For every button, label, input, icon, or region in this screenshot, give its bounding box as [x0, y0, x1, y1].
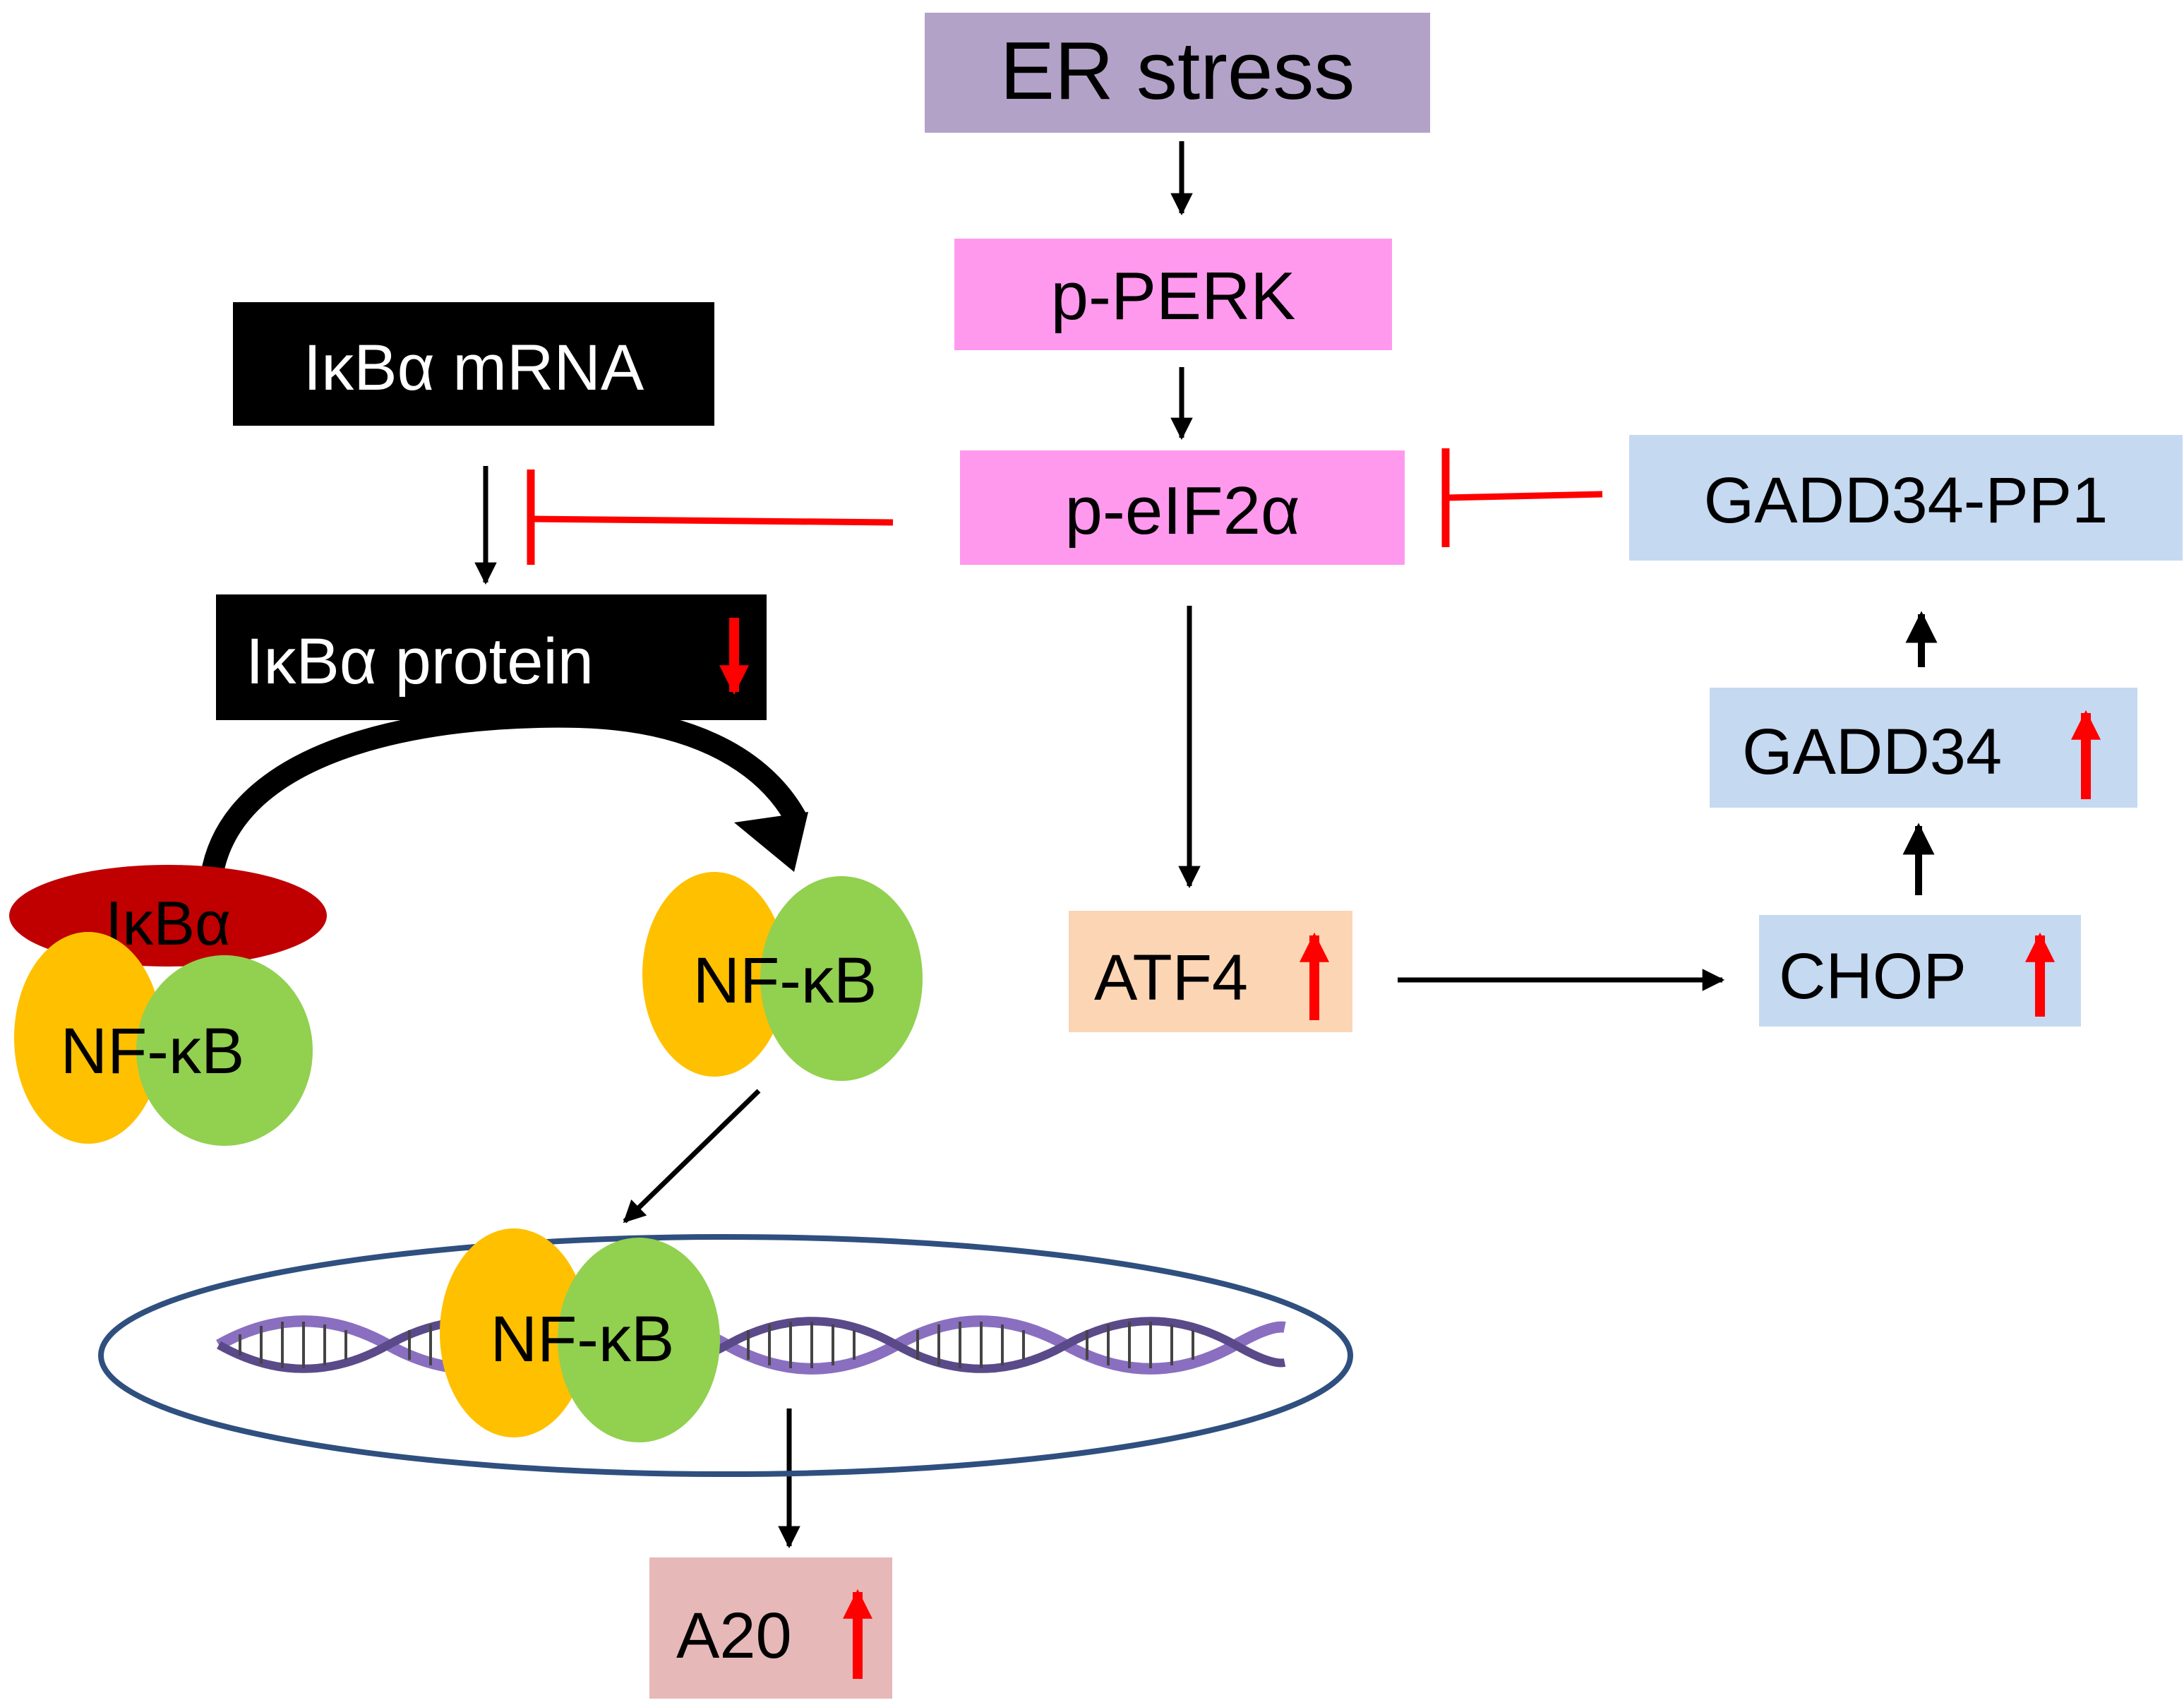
ikba-protein-label: IκBα protein [246, 626, 594, 698]
nfkb-free-complex: NF-κB [642, 872, 923, 1081]
gadd34-label: GADD34 [1742, 716, 2002, 788]
nfkb-bound-label: NF-κB [61, 1015, 245, 1087]
ikba-mrna-label: IκBα mRNA [304, 332, 644, 404]
nfkb-yellow-subunit [14, 932, 162, 1144]
activation-arrows [474, 141, 1938, 1549]
inhibition-arrows [527, 448, 1603, 565]
atf4-node: ATF4 [1069, 911, 1352, 1032]
p-eif2a-label: p-eIF2α [1065, 473, 1300, 549]
p-perk-node: p-PERK [954, 239, 1392, 350]
nfkb-nucleus-label: NF-κB [491, 1303, 675, 1375]
chop-label: CHOP [1779, 940, 1967, 1012]
er-stress-label: ER stress [1000, 25, 1355, 116]
chop-node: CHOP [1759, 915, 2081, 1027]
ikba-mrna-node: IκBα mRNA [233, 302, 714, 426]
atf4-label: ATF4 [1094, 942, 1248, 1014]
p-perk-label: p-PERK [1051, 258, 1296, 334]
nucleus: NF-κB [98, 1228, 1353, 1477]
nfkb-yellow-subunit [440, 1228, 588, 1437]
dna-helix-icon [216, 1315, 1286, 1375]
inhibit-gadd34-pp1-to-p-eif2a [1441, 448, 1603, 547]
gadd34-pp1-label: GADD34-PP1 [1704, 465, 2108, 537]
er-stress-node: ER stress [925, 13, 1430, 133]
nfkb-green-subunit [760, 876, 923, 1081]
nfkb-green-subunit [558, 1238, 720, 1442]
p-eif2a-node: p-eIF2α [960, 450, 1405, 565]
a20-node: A20 [649, 1557, 892, 1699]
nfkb-green-subunit [136, 955, 313, 1146]
inhibit-p-eif2a-to-translation [527, 469, 894, 565]
a20-label: A20 [676, 1600, 792, 1672]
ikba-protein-node: IκBα protein [216, 594, 767, 720]
gadd34-pp1-node: GADD34-PP1 [1629, 435, 2183, 561]
nucleus-membrane [98, 1234, 1353, 1477]
nfkb-free-label: NF-κB [693, 945, 877, 1017]
arrow-nfkb-to-nucleus [623, 1089, 761, 1224]
gadd34-node: GADD34 [1710, 688, 2137, 808]
ikba-complex-label: IκBα [105, 888, 231, 958]
ikba-release-arrow [200, 705, 808, 878]
ikba-nfkb-complex: IκBα NF-κB [9, 865, 327, 1146]
nfkb-yellow-subunit [642, 872, 786, 1077]
